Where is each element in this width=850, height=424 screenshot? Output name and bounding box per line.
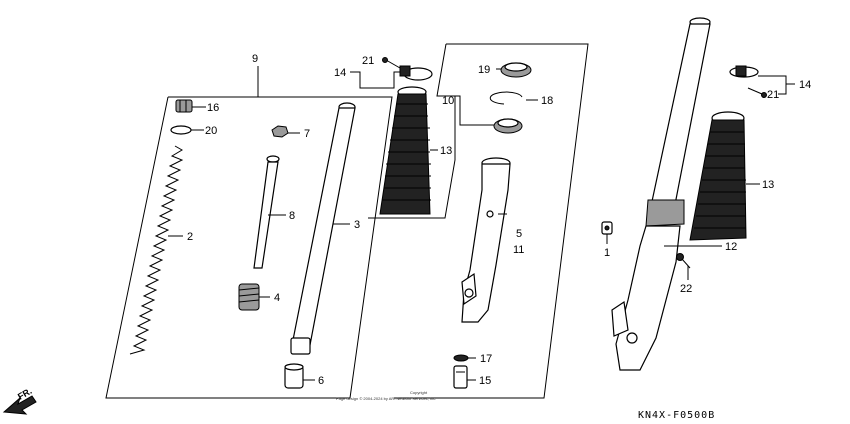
callout-11: 11 (513, 244, 524, 256)
callout-13-left: 13 (440, 145, 452, 157)
part-12-fork-assembly (611, 17, 722, 371)
part-16-cap-bolt (175, 99, 206, 113)
callout-8: 8 (289, 210, 295, 222)
group-9-frame (105, 96, 393, 399)
callout-13-right: 13 (762, 179, 774, 191)
part-14-clamp-band-left (350, 65, 433, 89)
part-19-dust-seal (496, 62, 532, 78)
callout-5: 5 (516, 228, 522, 240)
fr-direction-arrow-icon (2, 395, 37, 415)
callout-19: 19 (478, 64, 490, 76)
part-17-sealing-washer (453, 354, 476, 362)
group-10-frame (394, 43, 589, 399)
part-18-snap-ring (489, 91, 538, 105)
callout-16: 16 (207, 102, 219, 114)
copyright-text: Page design © 2004-2024 by ARI Network S… (336, 396, 436, 401)
callout-22: 22 (680, 283, 692, 295)
callout-12: 12 (725, 241, 737, 253)
part-13-fork-boot-left (379, 86, 438, 215)
part-3-fork-pipe (290, 102, 356, 355)
part-1-clamp (601, 221, 613, 244)
callout-7: 7 (304, 128, 310, 140)
part-2-fork-spring (129, 145, 184, 355)
part-22-bolt (676, 253, 691, 280)
callout-15: 15 (479, 375, 491, 387)
part-15-socket-bolt (453, 365, 476, 389)
callout-17: 17 (480, 353, 492, 365)
callout-18: 18 (541, 95, 553, 107)
part-7-nut (271, 125, 300, 138)
callout-3: 3 (354, 219, 360, 231)
callout-9: 9 (252, 53, 258, 65)
part-13-fork-boot-right (689, 111, 760, 241)
part-6-oil-lock-piece (284, 363, 315, 389)
callout-20: 20 (205, 125, 217, 137)
part-20-o-ring (170, 125, 204, 135)
callout-21-left: 21 (362, 55, 374, 67)
callout-1: 1 (604, 247, 610, 259)
part-21-screw-right (747, 87, 767, 98)
callout-21-right: 21 (767, 89, 779, 101)
callout-2: 2 (187, 231, 193, 243)
part-8-damper-rod (253, 155, 286, 269)
callout-14-right: 14 (799, 79, 811, 91)
part-5-fork-slider (461, 157, 511, 323)
callout-4: 4 (274, 292, 280, 304)
callout-10: 10 (442, 95, 454, 107)
copyright-title: Copyright (410, 390, 428, 395)
part-10-oil-seal (493, 118, 523, 134)
part-14-clamp-band-right (729, 65, 795, 95)
callout-14-left: 14 (334, 67, 346, 79)
diagram-code: KN4X-F0500B (638, 410, 715, 421)
callout-6: 6 (318, 375, 324, 387)
part-21-screw-left (382, 57, 401, 69)
part-4-rebound-spring (238, 283, 270, 311)
